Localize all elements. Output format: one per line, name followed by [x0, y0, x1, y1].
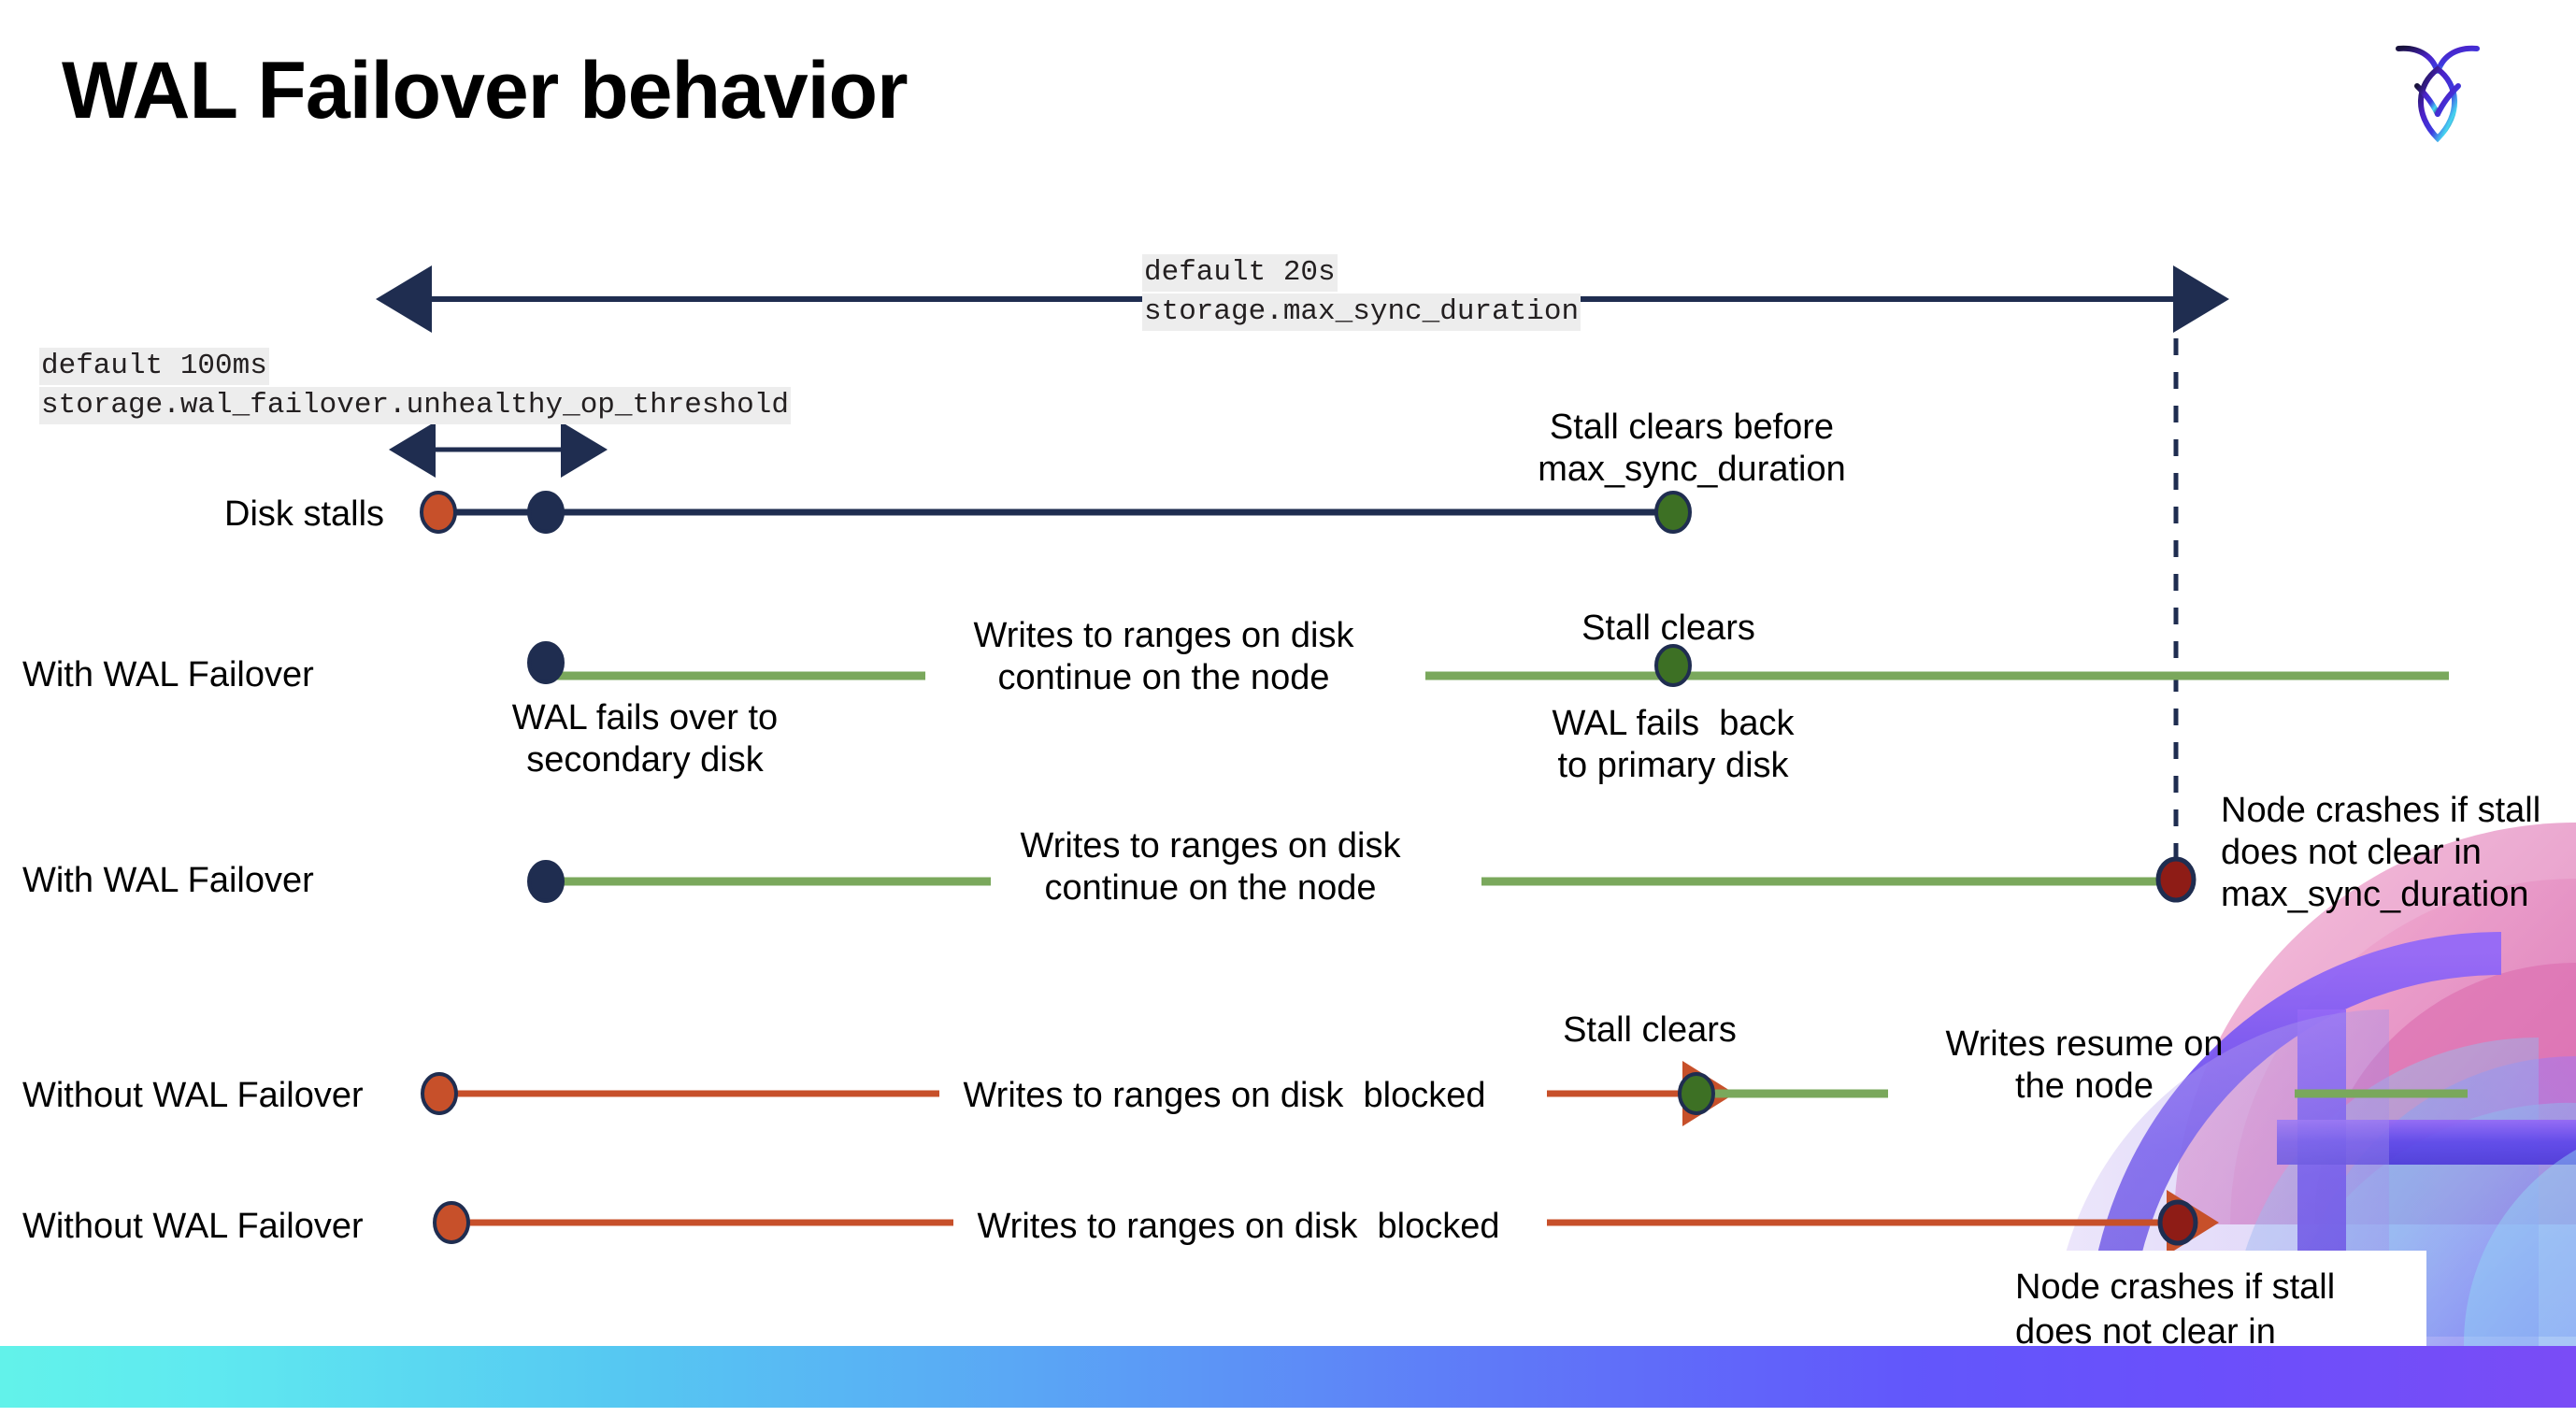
note-writes-continue-row2: Writes to ranges on disk continue on the…	[1020, 826, 1401, 908]
bottom-gradient-bar	[0, 1346, 2576, 1408]
note-stall-clears-row1: Stall clears	[1581, 608, 1755, 648]
page-title: WAL Failover behavior	[62, 46, 909, 136]
max-sync-duration-default-chip: default 20s	[1142, 254, 1338, 292]
wal-failover-2-crash-dot	[2155, 856, 2197, 903]
note-wal-fails-over-to-secondary: WAL fails over to secondary disk	[511, 698, 779, 780]
note-stall-clears-row4: Stall clears	[1563, 1010, 1737, 1050]
row-label-without-wal-failover-2: Without WAL Failover	[22, 1207, 364, 1246]
no-failover-2-start-dot	[433, 1201, 470, 1244]
wal-failover-1-clear-dot	[1654, 644, 1692, 687]
row-label-with-wal-failover-2: With WAL Failover	[22, 861, 314, 900]
wal-failover-trigger-dot	[527, 491, 565, 534]
wal-failover-1-start-dot	[527, 641, 565, 684]
row-label-disk-stalls: Disk stalls	[224, 494, 385, 534]
wal-failover-2-start-dot	[527, 860, 565, 903]
note-writes-resume-on-node: Writes resume on the node	[1945, 1024, 2224, 1106]
max-sync-duration-setting-chip: storage.max_sync_duration	[1142, 293, 1581, 331]
unhealthy-op-threshold-default-chip: default 100ms	[39, 348, 269, 385]
row-label-with-wal-failover-1: With WAL Failover	[22, 655, 314, 694]
note-wal-fails-back-to-primary: WAL fails back to primary disk	[1552, 704, 1795, 785]
no-failover-1-clear-dot	[1678, 1072, 1715, 1115]
note-writes-continue-row1: Writes to ranges on disk continue on the…	[973, 616, 1354, 697]
no-failover-1-start-dot	[421, 1072, 458, 1115]
cockroachdb-logo-icon	[2385, 28, 2490, 150]
unhealthy-op-threshold-setting-chip: storage.wal_failover.unhealthy_op_thresh…	[39, 387, 791, 424]
note-writes-blocked-row4: Writes to ranges on disk blocked	[963, 1076, 1486, 1115]
note-writes-blocked-row5: Writes to ranges on disk blocked	[977, 1207, 1500, 1246]
no-failover-2-crash-dot	[2157, 1199, 2198, 1246]
row-label-without-wal-failover-1: Without WAL Failover	[22, 1076, 364, 1115]
disk-stall-clear-dot	[1654, 491, 1692, 534]
disk-stall-start-dot	[420, 491, 457, 534]
note-stall-clears-before-max-sync: Stall clears before max_sync_duration	[1538, 408, 1846, 489]
note-node-crashes-row2: Node crashes if stall does not clear in …	[2221, 791, 2541, 914]
